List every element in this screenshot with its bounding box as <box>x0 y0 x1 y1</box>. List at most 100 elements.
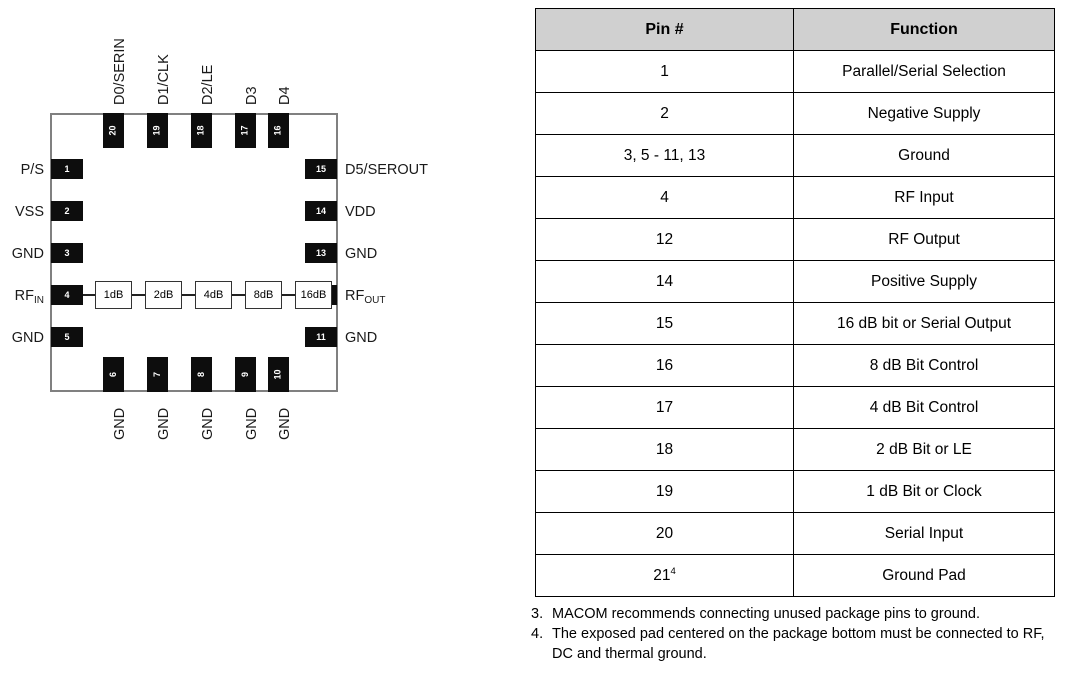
pin-label-d1-clk: D1/CLK <box>156 54 172 105</box>
pin-label-rfin-text: RF <box>14 288 34 304</box>
pin-function-table-container: Pin # Function 1 Parallel/Serial Selecti… <box>535 8 1055 597</box>
pin-pad-1: 1 <box>51 159 83 179</box>
pin-label-gnd-3: GND <box>11 246 44 262</box>
pin-pad-16: 16 <box>268 113 289 148</box>
cell-pin: 12 <box>535 218 794 261</box>
table-row: 4 RF Input <box>535 176 1055 219</box>
pin-label-gnd-10: GND <box>277 407 293 440</box>
footnote-4-text: The exposed pad centered on the package … <box>552 626 1045 662</box>
pin-pad-14-number: 14 <box>315 205 326 216</box>
attenuator-block-16db: 16dB <box>295 281 332 309</box>
pin-pad-16-number: 16 <box>272 125 283 136</box>
footnote-4: 4. The exposed pad centered on the packa… <box>531 625 1051 664</box>
atten-wire-in <box>83 294 95 296</box>
table-row: 12 RF Output <box>535 218 1055 261</box>
pin-label-gnd-5: GND <box>11 330 44 346</box>
pin-label-rfout-sub: OUT <box>364 295 386 306</box>
cell-function: RF Input <box>793 176 1055 219</box>
column-header-pin: Pin # <box>535 8 794 51</box>
footnote-4-number: 4. <box>531 626 544 643</box>
pin-label-d4: D4 <box>277 86 293 105</box>
cell-function: Parallel/Serial Selection <box>793 50 1055 93</box>
pin-pad-18: 18 <box>191 113 212 148</box>
table-row: 3, 5 - 11, 13 Ground <box>535 134 1055 177</box>
footnote-3-number: 3. <box>531 606 544 622</box>
pin-pad-18-number: 18 <box>195 125 206 136</box>
pin-pad-5-number: 5 <box>64 331 70 342</box>
pin-label-rfout-text: RF <box>345 288 365 304</box>
pin-label-rfin-sub: IN <box>34 295 44 306</box>
column-header-function: Function <box>793 8 1055 51</box>
pin-pad-8: 8 <box>191 357 212 392</box>
pin-pad-7: 7 <box>147 357 168 392</box>
cell-pin: 18 <box>535 428 794 471</box>
table-row: 14 Positive Supply <box>535 260 1055 303</box>
pin-pad-17-number: 17 <box>239 125 250 136</box>
cell-function: 16 dB bit or Serial Output <box>793 302 1055 345</box>
table-header-row: Pin # Function <box>535 8 1055 51</box>
cell-pin: 20 <box>535 512 794 555</box>
pin-pad-10: 10 <box>268 357 289 392</box>
pin-label-vss: VSS <box>14 204 44 220</box>
pin-pad-9-number: 9 <box>239 371 250 378</box>
attenuator-block-1db: 1dB <box>95 281 132 309</box>
pin-label-vdd: VDD <box>345 204 376 220</box>
pin-pad-3: 3 <box>51 243 83 263</box>
pin-pad-15: 15 <box>305 159 337 179</box>
pin-pad-11: 11 <box>305 327 337 347</box>
pin-pad-20: 20 <box>103 113 124 148</box>
package-pinout-diagram: 20 19 18 17 16 D0/SERIN D1/CLK D2/LE D3 … <box>0 0 520 690</box>
pin-pad-3-number: 3 <box>64 247 70 258</box>
cell-function: RF Output <box>793 218 1055 261</box>
cell-function: Ground <box>793 134 1055 177</box>
pin-label-gnd-7: GND <box>156 407 172 440</box>
cell-pin: 17 <box>535 386 794 429</box>
pin-pad-1-number: 1 <box>64 163 70 174</box>
pin-label-d5-serout: D5/SEROUT <box>345 162 428 178</box>
atten-wire-2 <box>182 294 195 296</box>
atten-wire-3 <box>232 294 245 296</box>
atten-wire-1 <box>132 294 145 296</box>
cell-pin: 2 <box>535 92 794 135</box>
footnote-3: 3. MACOM recommends connecting unused pa… <box>531 605 1051 624</box>
attenuator-block-2db: 2dB <box>145 281 182 309</box>
cell-pin: 19 <box>535 470 794 513</box>
pin-pad-14: 14 <box>305 201 337 221</box>
table-row: 2 Negative Supply <box>535 92 1055 135</box>
pin-label-d3: D3 <box>244 86 260 105</box>
cell-pin: 14 <box>535 260 794 303</box>
cell-pin-footnote-ref: 4 <box>670 565 676 577</box>
table-row: 20 Serial Input <box>535 512 1055 555</box>
pin-pad-17: 17 <box>235 113 256 148</box>
attenuator-block-8db: 8dB <box>245 281 282 309</box>
pin-label-rfin: RFIN <box>0 288 44 306</box>
pin-label-gnd-13: GND <box>345 246 378 262</box>
attenuator-block-4db: 4dB <box>195 281 232 309</box>
pin-label-rfout: RFOUT <box>345 288 386 306</box>
table-row: 214 Ground Pad <box>535 554 1055 597</box>
cell-function: Ground Pad <box>793 554 1055 597</box>
table-row: 1 Parallel/Serial Selection <box>535 50 1055 93</box>
pin-label-d0-serin: D0/SERIN <box>112 38 128 105</box>
cell-pin: 4 <box>535 176 794 219</box>
cell-pin: 15 <box>535 302 794 345</box>
pin-pad-15-number: 15 <box>315 163 326 174</box>
cell-function: Positive Supply <box>793 260 1055 303</box>
pin-pad-6: 6 <box>103 357 124 392</box>
pin-label-d2-le: D2/LE <box>200 64 216 105</box>
cell-pin-text: 21 <box>653 567 671 585</box>
cell-pin: 214 <box>535 554 794 597</box>
cell-function: 1 dB Bit or Clock <box>793 470 1055 513</box>
cell-pin: 3, 5 - 11, 13 <box>535 134 794 177</box>
pin-pad-2: 2 <box>51 201 83 221</box>
cell-pin: 1 <box>535 50 794 93</box>
pin-label-gnd-11: GND <box>345 330 378 346</box>
pin-pad-13-number: 13 <box>315 247 326 258</box>
table-row: 17 4 dB Bit Control <box>535 386 1055 429</box>
pin-pad-4-number: 4 <box>64 289 70 300</box>
pin-pad-19: 19 <box>147 113 168 148</box>
pin-pad-5: 5 <box>51 327 83 347</box>
pin-label-gnd-9: GND <box>244 407 260 440</box>
pin-pad-4: 4 <box>51 285 83 305</box>
pin-pad-19-number: 19 <box>151 125 162 136</box>
